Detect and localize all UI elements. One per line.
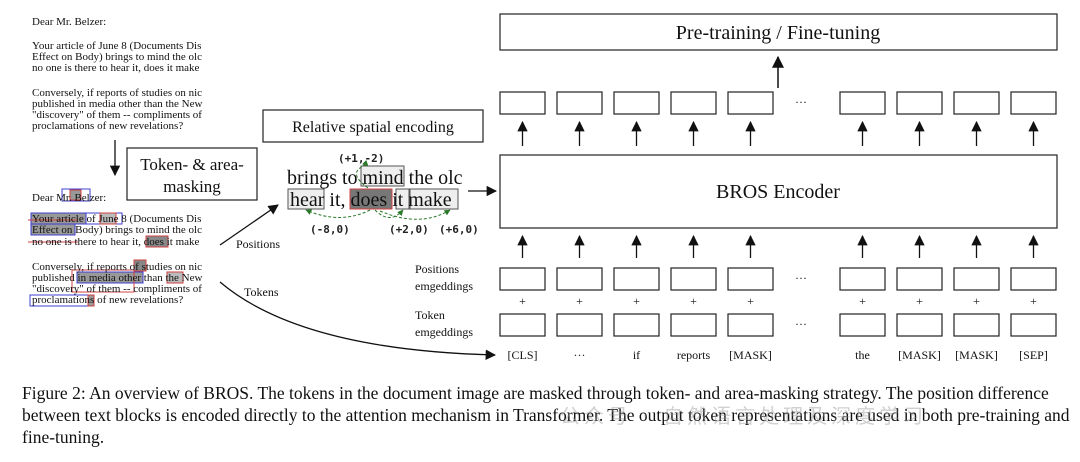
figure-caption: Figure 2: An overview of BROS. The token… [22, 383, 1070, 447]
output-token-box [953, 91, 1000, 115]
plus-sign: + [747, 294, 754, 308]
ellipsis: ··· [795, 317, 807, 331]
token-label: if [633, 348, 640, 362]
bros-diagram: Dear Mr. Belzer: Your article of June 8 … [28, 13, 1058, 362]
output-token-box [499, 91, 546, 115]
tokens-arrow [219, 281, 497, 360]
token-embedding-label: Token [415, 308, 445, 322]
token-embedding-box [499, 313, 546, 337]
output-token-box [1010, 91, 1057, 115]
token-embedding-box [727, 313, 774, 337]
positions-flow-label: Positions [236, 237, 280, 251]
output-token-box [839, 91, 886, 115]
pretrain-label: Pre-training / Fine-tuning [676, 22, 880, 44]
token-embedding-box [896, 313, 943, 337]
encoder-box [499, 154, 1058, 229]
token-label: [MASK] [898, 348, 941, 362]
offset-label: (-8,0) [310, 223, 350, 236]
spatial-line: brings to mind the olc [287, 167, 463, 189]
doc-line: Effect on Body) brings to mind the olc [32, 51, 202, 63]
doc-line: Effect on Body) brings to mind the olc [32, 224, 202, 236]
plus-sign: + [1030, 294, 1037, 308]
doc-line: no one is there to hear it, does it make [32, 236, 200, 248]
offset-label: (+2,0) [389, 223, 429, 236]
plus-sign: + [633, 294, 640, 308]
output-token-box [670, 91, 717, 115]
output-token-box [727, 91, 774, 115]
positions-embedding-label: Positions [415, 262, 459, 276]
doc-salutation: Dear Mr. Belzer: [32, 16, 106, 28]
positions-embedding-label: emgeddings [415, 279, 473, 293]
doc-line: Your article of June 8 (Documents Dis [32, 40, 201, 52]
position-embedding-box [670, 267, 717, 291]
doc-line: published in media other than the New [32, 98, 203, 110]
doc-line: Conversely, if reports of studies on nic [32, 87, 202, 99]
token-embedding-box [556, 313, 603, 337]
output-token-box [556, 91, 603, 115]
tokens-flow-label: Tokens [244, 285, 279, 299]
position-embedding-box [896, 267, 943, 291]
doc-salutation: Dear Mr. Belzer: [32, 192, 106, 204]
position-embedding-box [499, 267, 546, 291]
positions-arrow [219, 204, 279, 246]
position-embedding-box [613, 267, 660, 291]
doc-line: proclamations of new revelations? [32, 294, 183, 306]
output-token-box [896, 91, 943, 115]
token-embedding-box [670, 313, 717, 337]
doc-line: "discovery" of them -- compliments of [32, 283, 202, 295]
ellipsis: ··· [795, 95, 807, 109]
ellipsis: ··· [795, 271, 807, 285]
masked-document: Dear Mr. Belzer: Your article of June 8 … [28, 188, 203, 307]
token-label: ··· [574, 348, 586, 362]
plus-sign: + [973, 294, 980, 308]
encoder-label: BROS Encoder [716, 181, 840, 203]
relative-encoding-box [262, 109, 484, 143]
spatial-line: hear it, does it make [290, 189, 452, 211]
doc-line: Conversely, if reports of studies on nic [32, 261, 202, 273]
doc-line: published in media other than the New [32, 272, 203, 284]
masking-box [126, 147, 258, 201]
masking-label: Token- & area- [140, 155, 244, 174]
position-embedding-box [839, 267, 886, 291]
token-label: [CLS] [508, 348, 538, 362]
token-embedding-box [1010, 313, 1057, 337]
token-embedding-label: emgeddings [415, 325, 473, 339]
plus-sign: + [859, 294, 866, 308]
token-columns: + [CLS] + ··· + if + reports + [MASK] + the + [MASK] +… [499, 91, 1057, 362]
relative-encoding-label: Relative spatial encoding [292, 119, 454, 136]
token-label: the [855, 348, 870, 362]
watermark: 公众号 · 自然语言处理及深度学习 [560, 404, 928, 428]
original-document: Dear Mr. Belzer: Your article of June 8 … [32, 16, 203, 132]
doc-line: no one is there to hear it, does it make [32, 62, 200, 74]
position-embedding-box [1010, 267, 1057, 291]
plus-sign: + [690, 294, 697, 308]
token-embedding-box [839, 313, 886, 337]
doc-line: Your article of June 8 (Documents Dis [32, 213, 201, 225]
plus-sign: + [916, 294, 923, 308]
doc-line: "discovery" of them -- compliments of [32, 109, 202, 121]
plus-sign: + [519, 294, 526, 308]
output-token-box [613, 91, 660, 115]
doc-line: proclamations of new revelations? [32, 120, 183, 132]
token-label: [MASK] [955, 348, 998, 362]
position-embedding-box [556, 267, 603, 291]
position-embedding-box [727, 267, 774, 291]
token-label: [MASK] [729, 348, 772, 362]
spatial-example: brings to mind the olc hear it, does it … [287, 152, 479, 236]
token-embedding-box [953, 313, 1000, 337]
masking-label: masking [163, 177, 221, 196]
offset-label: (+6,0) [439, 223, 479, 236]
token-label: [SEP] [1019, 348, 1048, 362]
token-label: reports [677, 348, 711, 362]
token-embedding-box [613, 313, 660, 337]
pretrain-box [499, 13, 1058, 51]
plus-sign: + [576, 294, 583, 308]
offset-label: (+1,-2) [338, 152, 384, 165]
position-embedding-box [953, 267, 1000, 291]
